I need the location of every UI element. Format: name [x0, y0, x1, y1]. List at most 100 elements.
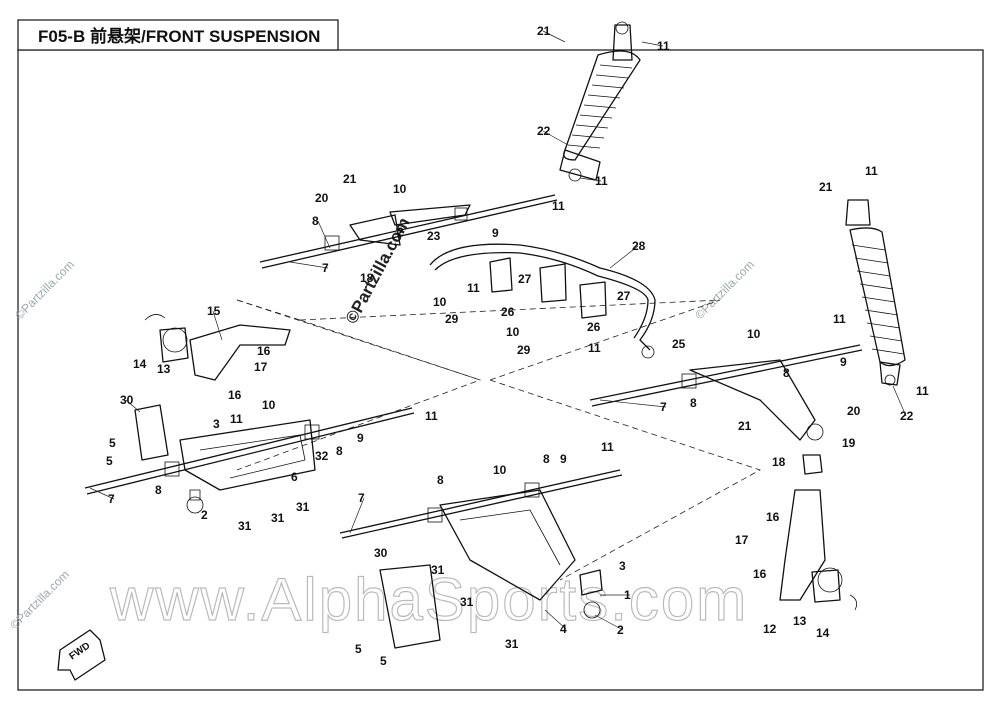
callout-c19: 10 — [433, 295, 447, 309]
callout-leader — [289, 261, 329, 269]
callout-c49: 9 — [357, 431, 364, 445]
callout-c46: 6 — [291, 470, 298, 484]
callout-c48: 8 — [336, 444, 343, 458]
shock-absorber-top — [559, 21, 641, 182]
callout-c78: 31 — [460, 595, 474, 609]
callout-c81: 2 — [617, 623, 624, 637]
lower-a-arm-left — [84, 407, 415, 495]
callout-c30: 16 — [257, 344, 271, 358]
steering-knuckle-right — [779, 454, 858, 611]
callout-c20: 26 — [501, 305, 515, 319]
callout-c23: 26 — [587, 320, 601, 334]
callout-c43: 31 — [238, 519, 252, 533]
callout-c8: 11 — [552, 199, 565, 213]
callout-c69: 18 — [772, 455, 786, 469]
callout-c52: 11 — [865, 164, 878, 178]
callout-c72: 16 — [753, 567, 767, 581]
callout-c39: 5 — [106, 454, 113, 468]
ball-joint-center — [579, 569, 603, 619]
callout-c53: 10 — [747, 327, 761, 341]
callout-c7: 20 — [315, 191, 329, 205]
callout-c14: 18 — [360, 271, 374, 285]
callout-c17: 27 — [617, 289, 631, 303]
callout-c22: 10 — [506, 325, 520, 339]
callout-c12: 7 — [322, 261, 329, 275]
callout-leader — [542, 30, 566, 43]
callout-c56: 8 — [783, 366, 790, 380]
callout-leader — [542, 130, 569, 146]
stabilizer-bar — [429, 243, 656, 359]
title-code: F05-B — [38, 27, 85, 46]
callout-c60: 20 — [847, 404, 861, 418]
watermark-left: ©Partzilla.com — [12, 257, 77, 322]
watermark-bottom: ©Partzilla.com — [7, 567, 72, 632]
callout-c55: 9 — [840, 355, 847, 369]
callout-c5: 21 — [343, 172, 357, 186]
callout-c36: 10 — [262, 398, 276, 412]
callout-c61: 19 — [842, 436, 856, 450]
callout-c11: 9 — [492, 226, 499, 240]
callout-c35: 11 — [230, 412, 243, 426]
callout-c28: 14 — [133, 357, 147, 371]
callout-c13: 2 — [397, 225, 404, 239]
callout-c21: 29 — [445, 312, 459, 326]
callout-leader — [579, 177, 602, 182]
callout-c26: 25 — [672, 337, 686, 351]
upper-a-arm-right — [589, 344, 863, 441]
callout-leader — [544, 609, 567, 630]
callout-c85: 5 — [380, 654, 387, 668]
callout-c18: 11 — [467, 281, 480, 295]
callout-c38: 5 — [109, 436, 116, 450]
callout-c29: 13 — [157, 362, 171, 376]
reference-lines — [236, 299, 761, 581]
callout-c50: 11 — [601, 440, 614, 454]
callout-c24: 29 — [517, 343, 531, 357]
title-box — [17, 19, 339, 51]
callout-c25: 11 — [588, 341, 601, 355]
callout-c42: 2 — [201, 508, 208, 522]
watermark-main: www.AlphaSports.com — [109, 566, 748, 633]
callout-c16: 27 — [518, 272, 532, 286]
callout-c57: 7 — [660, 400, 667, 414]
fwd-label: FWD — [67, 640, 92, 662]
callout-leader — [89, 487, 115, 500]
callout-leader — [349, 497, 365, 534]
callout-c51: 21 — [819, 180, 833, 194]
callout-c10: 23 — [427, 229, 441, 243]
callout-c34: 3 — [213, 417, 220, 431]
callout-leader — [892, 385, 907, 417]
upper-a-arm-left — [259, 194, 558, 269]
callout-c71: 17 — [735, 533, 749, 547]
callout-c70: 16 — [766, 510, 780, 524]
callout-c77: 31 — [431, 563, 445, 577]
callout-c32: 16 — [228, 388, 242, 402]
diagram-frame — [17, 49, 984, 691]
callout-c44: 31 — [271, 511, 285, 525]
guard-plate-bottom — [379, 564, 441, 649]
callout-c75: 14 — [816, 626, 830, 640]
callout-c47: 32 — [315, 449, 329, 463]
callout-c37: 11 — [425, 409, 438, 423]
callout-leader — [317, 220, 331, 249]
callout-c45: 31 — [296, 500, 310, 514]
callout-c67: 8 — [437, 473, 444, 487]
callout-c76: 30 — [374, 546, 388, 560]
title-text: 前悬架/FRONT SUSPENSION — [90, 26, 320, 46]
callout-c40: 8 — [155, 483, 162, 497]
callout-leader — [125, 399, 141, 413]
callout-leader — [212, 310, 223, 341]
callout-c80: 1 — [624, 588, 631, 602]
callout-c63: 11 — [916, 384, 929, 398]
callout-c4: 11 — [595, 174, 608, 188]
callout-c82: 4 — [560, 622, 567, 636]
callout-c33: 30 — [120, 393, 134, 407]
callout-c59: 21 — [738, 419, 752, 433]
callout-c74: 13 — [793, 614, 807, 628]
callout-c2: 11 — [657, 39, 670, 53]
callout-c65: 8 — [543, 452, 550, 466]
guard-plate-left — [134, 404, 169, 461]
callout-c58: 8 — [690, 396, 697, 410]
callout-c64: 10 — [493, 463, 507, 477]
shock-absorber-right — [845, 199, 906, 386]
